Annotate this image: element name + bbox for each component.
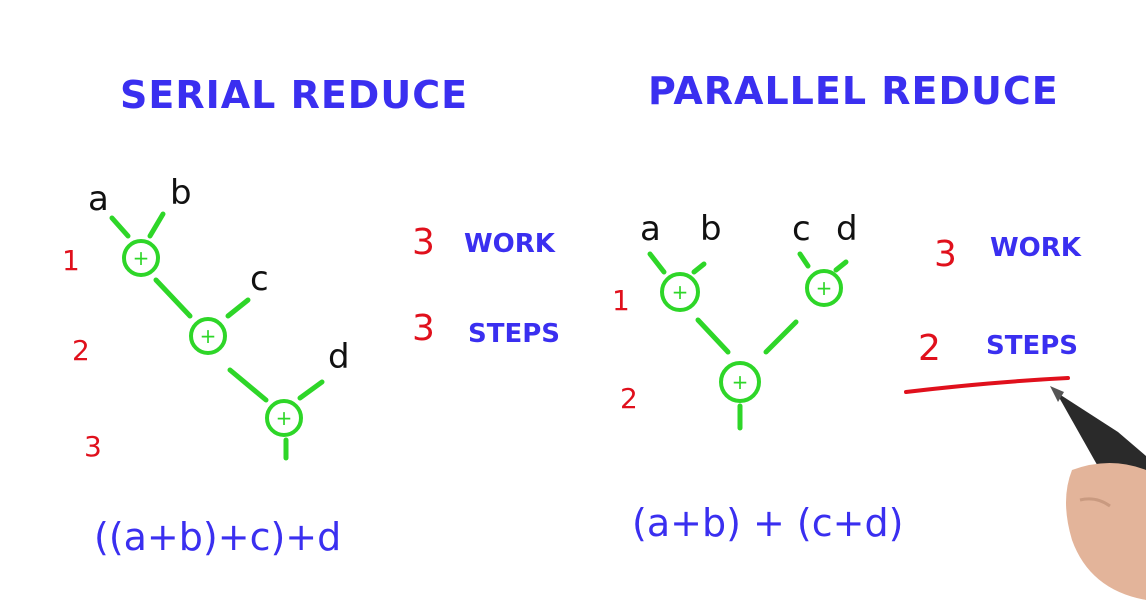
serial-node-2: + [189, 317, 227, 355]
serial-work-value: 3 [412, 222, 435, 263]
parallel-edge-right-root [763, 319, 799, 355]
hand-knuckle-line [1079, 497, 1111, 508]
parallel-reduce-title: PARALLEL REDUCE [648, 69, 1059, 113]
serial-step-label-1: 1 [62, 244, 80, 277]
serial-edge-b [147, 211, 166, 239]
presenter-hand-with-marker [1050, 386, 1146, 600]
parallel-tree-edges [647, 251, 849, 431]
parallel-leaf-d: d [836, 209, 858, 249]
steps-underline [904, 376, 1070, 394]
serial-leaf-d: d [328, 337, 350, 377]
serial-leaf-a: a [88, 179, 109, 219]
hand [1066, 463, 1146, 600]
serial-edge-node2-node3 [227, 367, 269, 403]
serial-tree-edges [109, 211, 325, 461]
parallel-edge-c [797, 251, 811, 269]
parallel-node-right: + [805, 269, 843, 307]
serial-node-1: + [122, 239, 160, 277]
parallel-steps-label: STEPS [986, 331, 1078, 361]
parallel-node-left: + [660, 272, 700, 312]
parallel-steps-value: 2 [918, 328, 941, 369]
parallel-expression: (a+b) + (c+d) [632, 501, 903, 545]
serial-steps-label: STEPS [468, 319, 560, 349]
serial-reduce-panel: SERIAL REDUCE 1 2 3 a b c d + + [62, 73, 560, 559]
parallel-work-label: WORK [990, 233, 1082, 263]
serial-step-label-3: 3 [84, 430, 102, 463]
marker-tip [1050, 386, 1064, 402]
serial-step-label-2: 2 [72, 334, 90, 367]
parallel-step-label-2: 2 [620, 382, 638, 415]
serial-steps-value: 3 [412, 308, 435, 349]
parallel-edge-a [647, 251, 667, 275]
parallel-node-left-plus: + [672, 280, 689, 304]
serial-leaf-b: b [170, 173, 192, 213]
serial-node-3: + [265, 399, 303, 437]
parallel-leaf-b: b [700, 209, 722, 249]
parallel-step-label-1: 1 [612, 284, 630, 317]
serial-edge-c [225, 297, 251, 319]
parallel-leaf-a: a [640, 209, 661, 249]
serial-leaf-c: c [250, 259, 269, 299]
serial-edge-d [297, 379, 325, 401]
parallel-edge-b [691, 261, 707, 275]
serial-edge-a [109, 215, 131, 239]
parallel-work-value: 3 [934, 234, 957, 275]
serial-edge-node1-node2 [153, 277, 193, 319]
serial-work-label: WORK [464, 229, 556, 259]
parallel-edge-left-root [695, 317, 731, 355]
parallel-leaf-c: c [792, 209, 811, 249]
parallel-edge-d [833, 259, 849, 273]
serial-reduce-title: SERIAL REDUCE [120, 73, 468, 117]
parallel-node-right-plus: + [816, 276, 833, 300]
parallel-node-root: + [719, 361, 761, 403]
parallel-reduce-panel: PARALLEL REDUCE 1 2 a b c d + + [612, 69, 1082, 545]
serial-node-1-plus: + [133, 246, 150, 270]
parallel-node-root-plus: + [732, 370, 749, 394]
serial-node-3-plus: + [276, 406, 293, 430]
serial-node-2-plus: + [200, 324, 217, 348]
serial-expression: ((a+b)+c)+d [94, 515, 341, 559]
